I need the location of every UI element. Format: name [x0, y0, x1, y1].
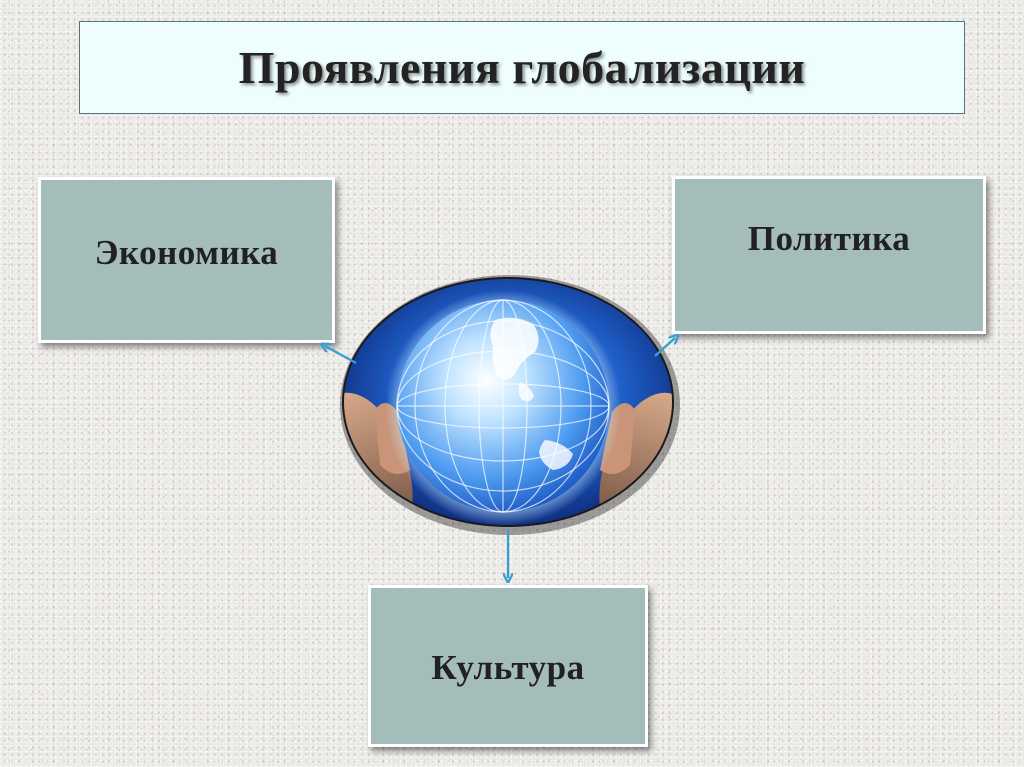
topic-box-politics: Политика	[672, 176, 986, 334]
globe-in-hands-icon	[340, 275, 680, 535]
topic-label-culture: Культура	[431, 648, 585, 687]
topic-box-economy: Экономика	[38, 177, 335, 343]
title-box: Проявления глобализации	[79, 21, 965, 114]
topic-label-economy: Экономика	[94, 233, 279, 272]
topic-label-politics: Политика	[747, 219, 911, 258]
arrow-to-politics	[654, 338, 675, 357]
arrow-to-economy	[325, 346, 357, 365]
topic-box-culture: Культура	[368, 585, 648, 747]
slide-title: Проявления глобализации	[238, 42, 806, 93]
